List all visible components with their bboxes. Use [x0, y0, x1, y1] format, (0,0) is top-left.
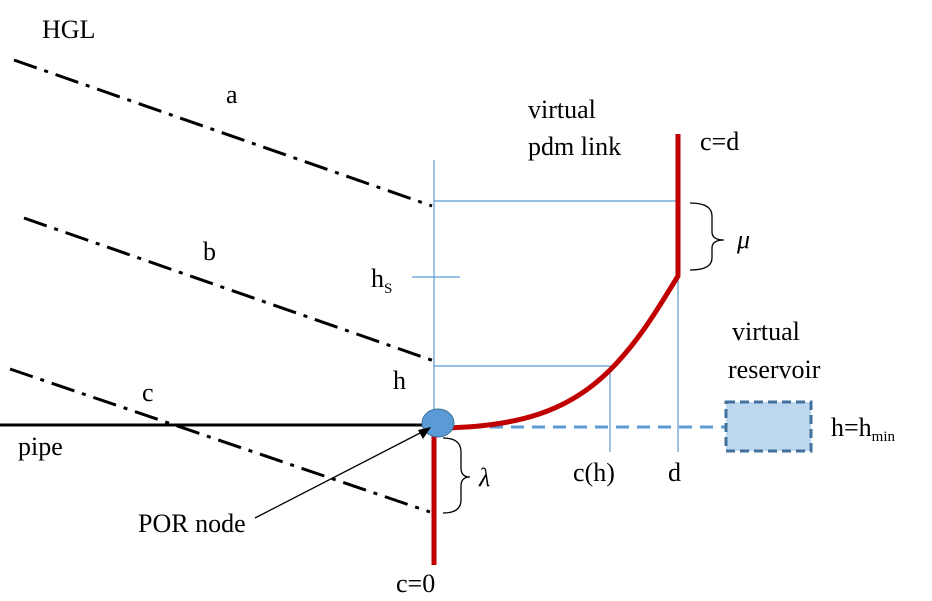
hs-label: hS: [371, 264, 392, 297]
lambda-brace: [442, 437, 471, 514]
h-eq-main: h=h: [831, 413, 872, 442]
hgl-line-b: [23, 216, 438, 364]
por-node: [421, 408, 455, 438]
mu-label: μ: [736, 225, 750, 254]
por-node-arrow: [254, 427, 431, 519]
virtual-pdm-link-label-2: pdm link: [528, 132, 621, 161]
hs-main: h: [371, 264, 384, 293]
c-of-h-label: c(h): [573, 458, 615, 487]
d-label: d: [668, 458, 681, 487]
h-eq-sub: min: [872, 429, 896, 445]
c-eq-0-label: c=0: [396, 569, 435, 598]
hgl-line-a: [13, 58, 433, 208]
c-eq-d-label: c=d: [700, 127, 739, 156]
virtual-reservoir-label-1: virtual: [732, 317, 800, 346]
pipe-label: pipe: [18, 432, 63, 461]
h-label: h: [393, 366, 406, 395]
hgl-label: HGL: [42, 15, 95, 44]
mu-brace: [689, 202, 725, 271]
h-eq-hmin-label: h=hmin: [831, 413, 896, 445]
line-a-label: a: [226, 80, 238, 109]
guide-lines: [412, 160, 679, 452]
lambda-label: λ: [478, 463, 490, 492]
virtual-reservoir-box: [724, 400, 813, 453]
virtual-pdm-link-label-1: virtual: [528, 95, 596, 124]
line-c-label: c: [142, 378, 154, 407]
por-node-label: POR node: [138, 509, 246, 538]
line-b-label: b: [203, 237, 216, 266]
pdm-curve: [431, 134, 681, 565]
hgl-line-c: [9, 367, 431, 514]
hs-sub: S: [384, 281, 392, 297]
virtual-reservoir-label-2: reservoir: [728, 355, 821, 384]
